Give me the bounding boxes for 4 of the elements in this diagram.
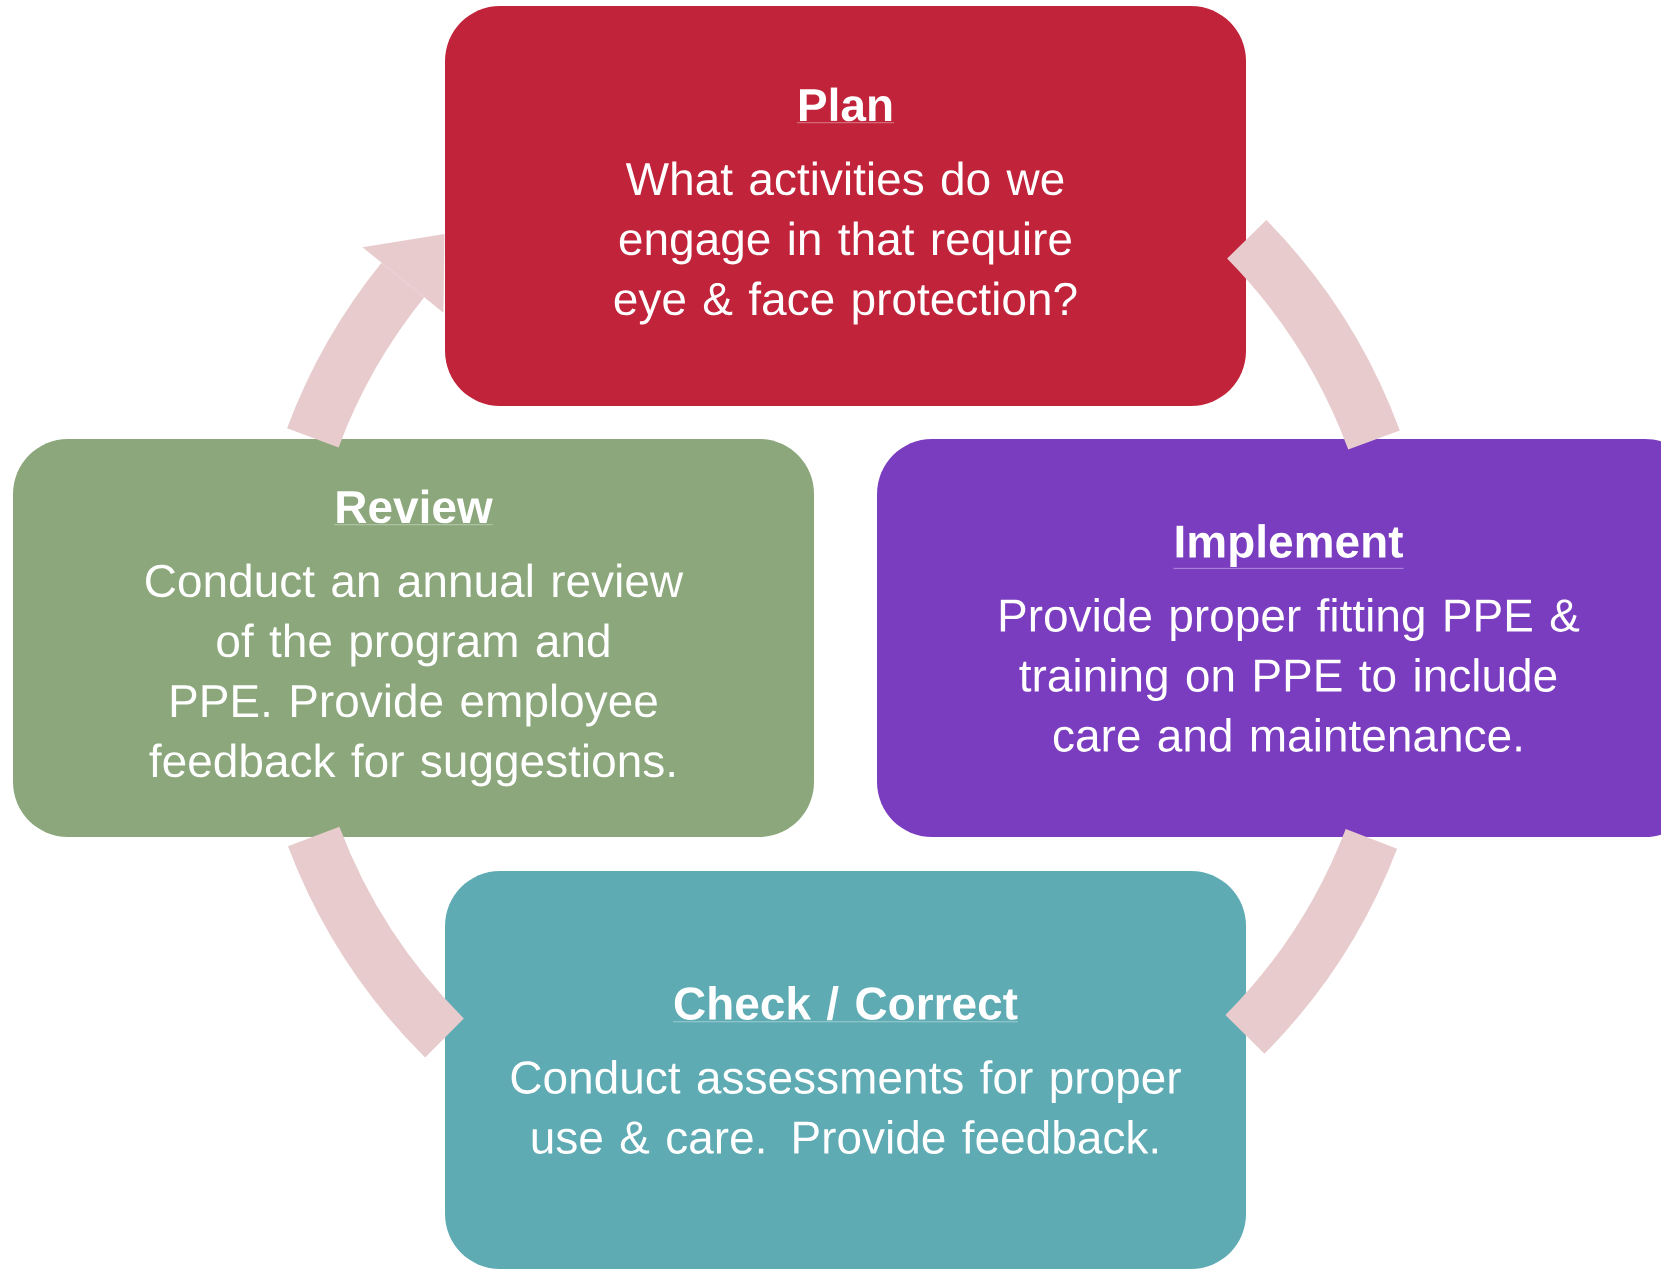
stage-box: Implement Provide proper fitting PPE & training on PPE to include care and maintenance. xyxy=(877,439,1661,837)
stage-box: Review Conduct an annual review of the program and PPE. Provide employee feedback for suggestions. xyxy=(13,439,814,837)
stage-box: Check / Correct Conduct assessments for proper use & care. Provide feedback. xyxy=(445,871,1246,1269)
stage-box: Plan What activities do we engage in that require eye & face protection? xyxy=(445,6,1246,406)
